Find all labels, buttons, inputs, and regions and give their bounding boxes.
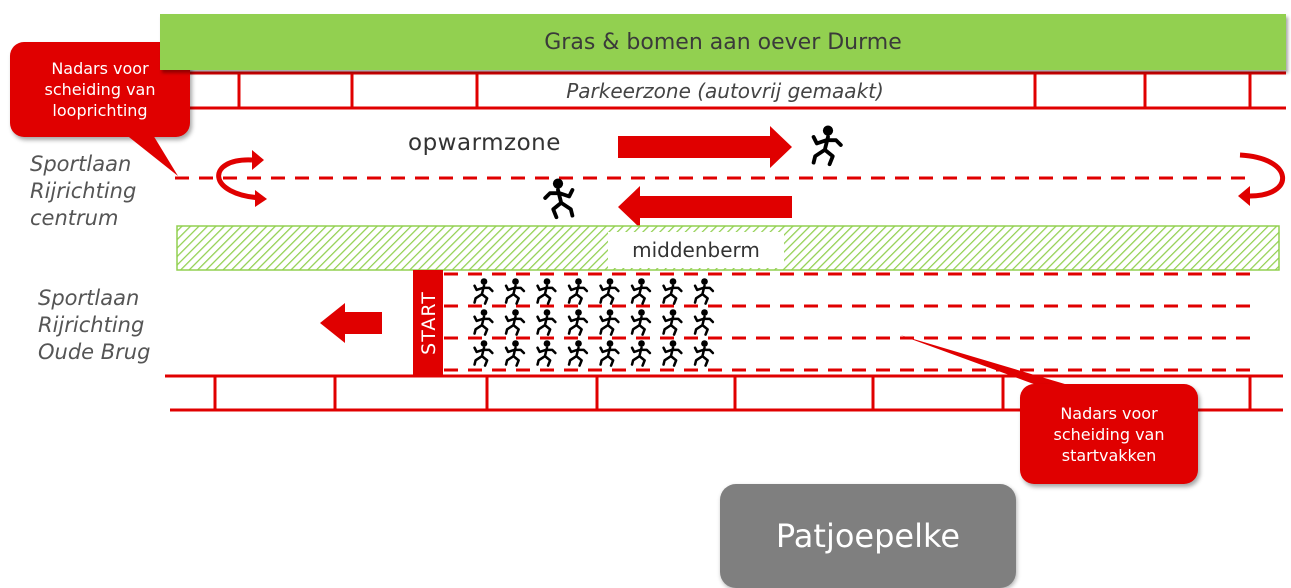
callout-bottom: Nadars voor scheiding van startvakken bbox=[1022, 387, 1196, 482]
callout-top: Nadars voor scheiding van looprichting bbox=[12, 44, 188, 134]
destination-box: Patjoepelke bbox=[720, 484, 1016, 588]
runner-icon bbox=[536, 338, 557, 367]
grass-label: Gras & bomen aan oever Durme bbox=[544, 29, 902, 55]
destination-label: Patjoepelke bbox=[775, 517, 961, 555]
runner-icon bbox=[693, 307, 715, 336]
runner-icon bbox=[536, 276, 557, 305]
runner-icon bbox=[473, 307, 494, 336]
runner-icon bbox=[504, 276, 526, 305]
side-bottom-line-1: Sportlaan bbox=[38, 286, 140, 310]
median-label: middenberm bbox=[608, 232, 784, 268]
callout-top-shape bbox=[10, 42, 190, 176]
runner-icon bbox=[599, 307, 620, 336]
callout-top-line-1: Nadars voor bbox=[51, 58, 149, 78]
start-label-box: START bbox=[414, 270, 444, 376]
runner-icon bbox=[630, 276, 652, 305]
side-top-line-2: Rijrichting bbox=[30, 179, 137, 203]
runner-crowd bbox=[473, 276, 715, 367]
arrow-right-icon bbox=[618, 126, 792, 168]
runner-icon bbox=[567, 307, 589, 336]
side-bottom-line-3: Oude Brug bbox=[38, 340, 151, 364]
runner-icon bbox=[662, 338, 683, 367]
side-top-line-3: centrum bbox=[30, 206, 119, 230]
start-lane-dividers bbox=[444, 272, 1258, 372]
runner-left-icon bbox=[543, 176, 575, 220]
uturn-left-head bbox=[252, 150, 264, 170]
runner-right-icon bbox=[811, 123, 843, 167]
runner-icon bbox=[693, 276, 715, 305]
uturn-right-icon bbox=[1239, 152, 1285, 199]
runner-icon bbox=[504, 338, 526, 367]
runner-icon bbox=[693, 338, 715, 367]
runner-icon bbox=[599, 338, 620, 367]
callout-bottom-line-3: startvakken bbox=[1061, 446, 1157, 465]
runner-icon bbox=[599, 276, 620, 305]
callout-bottom-line-2: scheiding van bbox=[1053, 425, 1165, 444]
callout-bottom-shape bbox=[900, 335, 1198, 484]
start-label: START bbox=[418, 291, 440, 355]
callout-bottom-line-1: Nadars voor bbox=[1060, 404, 1158, 423]
runner-icon bbox=[630, 307, 652, 336]
runner-icon bbox=[567, 338, 589, 367]
grass-area: Gras & bomen aan oever Durme bbox=[160, 14, 1286, 70]
uturn-left-icon bbox=[216, 157, 263, 201]
runner-icon bbox=[567, 276, 589, 305]
runner-icon bbox=[630, 338, 652, 367]
side-bottom-line-2: Rijrichting bbox=[38, 313, 145, 337]
runner-icon bbox=[473, 276, 494, 305]
callout-top-line-2: scheiding van bbox=[44, 79, 156, 99]
callout-top-line-3: looprichting bbox=[52, 100, 148, 120]
parking-fence bbox=[160, 71, 1286, 110]
arrow-left-icon bbox=[618, 186, 792, 228]
parking-label: Parkeerzone (autovrij gemaakt) bbox=[566, 79, 884, 103]
arrow-left-start-icon bbox=[320, 303, 382, 343]
warmup-label: opwarmzone bbox=[408, 130, 561, 156]
side-top-line-1: Sportlaan bbox=[30, 152, 132, 176]
side-label-oude-brug: Sportlaan Rijrichting Oude Brug bbox=[38, 285, 150, 366]
runner-icon bbox=[662, 276, 683, 305]
runner-icon bbox=[504, 307, 526, 336]
runner-icon bbox=[662, 307, 683, 336]
runner-icon bbox=[536, 307, 557, 336]
start-bar bbox=[413, 270, 443, 376]
side-label-centrum: Sportlaan Rijrichting centrum bbox=[30, 151, 136, 232]
runner-icon bbox=[473, 338, 494, 367]
